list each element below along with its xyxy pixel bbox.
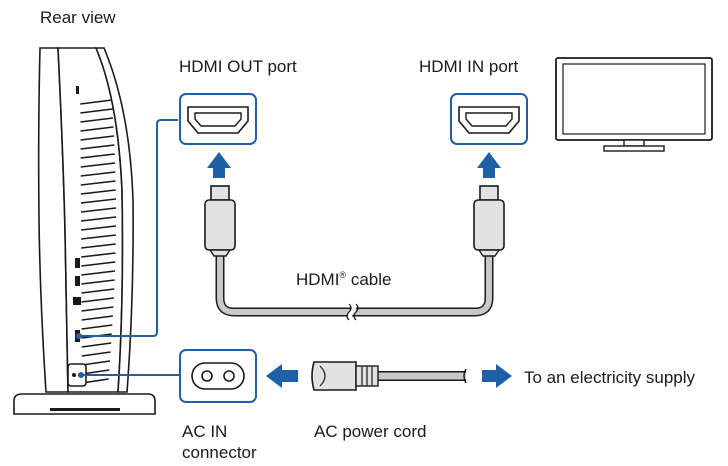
vent-slat — [81, 324, 113, 330]
vent-slat — [81, 243, 116, 249]
registered-mark: ® — [339, 270, 347, 280]
ac-in-label-line2: connector — [182, 443, 257, 462]
vent-slat — [81, 288, 115, 294]
hdmi-out-port-label: HDMI OUT port — [179, 57, 297, 76]
vent-slat — [81, 234, 116, 240]
hdmi-in-port-label: HDMI IN port — [419, 57, 519, 76]
vent-slat — [80, 153, 115, 159]
vent-slat — [80, 117, 114, 123]
arrow-icon — [266, 364, 298, 388]
arrow-icon — [482, 364, 512, 388]
ac-socket-icon — [179, 349, 257, 403]
hdmi-out-leader-line — [79, 119, 178, 337]
vent-slat — [80, 171, 116, 177]
hdmi-cable-label-text: HDMI — [296, 270, 340, 289]
vent-slat — [81, 261, 116, 267]
console-rear-icon — [13, 47, 156, 415]
vent-slat — [81, 297, 114, 303]
vent-slat — [80, 108, 113, 114]
vent-slat — [81, 351, 111, 357]
arrow-icon — [207, 152, 231, 178]
vent-slat — [80, 180, 116, 186]
vent-slat — [81, 279, 115, 285]
hdmi-cable — [204, 185, 505, 323]
vent-slat — [80, 144, 115, 150]
arrow-icon — [477, 152, 501, 178]
vent-slat — [80, 99, 113, 105]
vent-slat — [81, 342, 112, 348]
vent-slat — [81, 270, 116, 276]
vent-slat — [81, 306, 114, 312]
vent-slat — [80, 189, 116, 195]
vent-slat — [80, 216, 117, 222]
hdmi-cable-label: HDMI® cable — [296, 270, 391, 290]
vent-slat — [80, 207, 117, 213]
rear-view-label: Rear view — [40, 8, 116, 27]
ac-power-cord — [311, 361, 467, 391]
tv-monitor-icon — [555, 57, 713, 152]
vent-slat — [80, 198, 116, 204]
vent-slat — [81, 252, 116, 258]
vent-slat — [80, 135, 115, 141]
ac-power-cord-label: AC power cord — [314, 422, 427, 441]
vent-slat — [81, 360, 111, 366]
vent-slat — [81, 315, 113, 321]
hdmi-port-icon — [450, 93, 528, 145]
electricity-supply-label: To an electricity supply — [524, 368, 696, 387]
hdmi-cable-label-suffix: cable — [346, 270, 392, 289]
hdmi-port-icon — [179, 93, 257, 145]
ac-in-label-line1: AC IN — [182, 422, 228, 441]
vent-slat — [80, 126, 114, 132]
vent-slat — [80, 162, 116, 168]
vent-slat — [80, 225, 117, 231]
